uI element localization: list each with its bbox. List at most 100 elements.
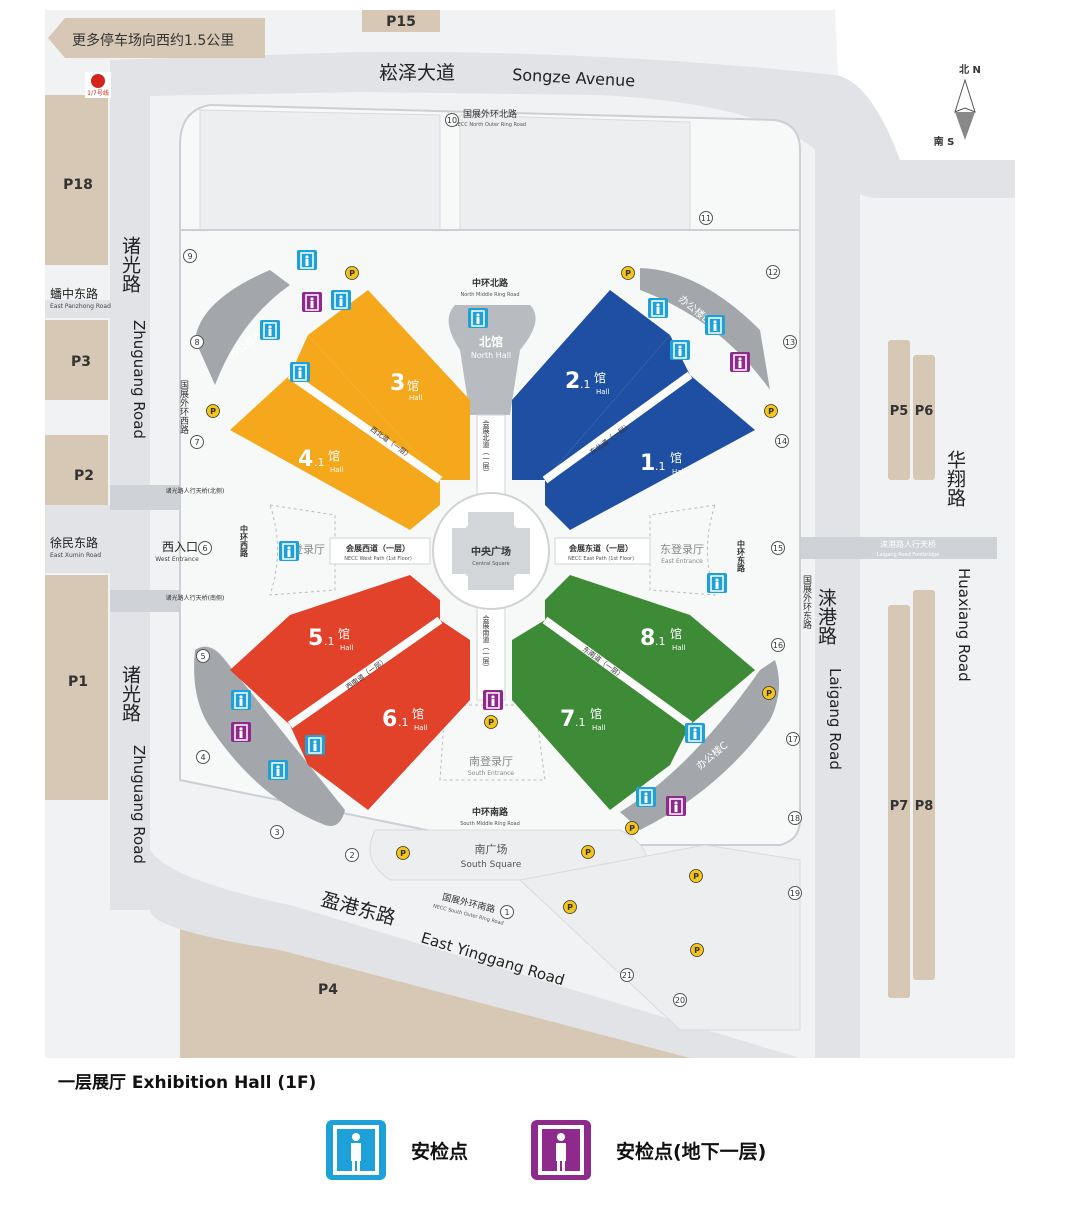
security-checkpoint-icon[interactable] (268, 760, 288, 780)
security-checkpoint-icon[interactable] (297, 250, 317, 270)
hall-3[interactable] (308, 290, 470, 480)
gate-marker-8[interactable]: 8 (190, 335, 204, 349)
svg-text:8: 8 (640, 626, 655, 651)
hall-6-1-label: 6 .1 馆 Hall (382, 706, 427, 732)
hall-2-1[interactable] (512, 290, 670, 480)
svg-text:P: P (210, 407, 216, 416)
parking-label-p18: P18 (63, 177, 93, 193)
security-checkpoint-basement-icon[interactable] (730, 352, 750, 372)
north-outer-ring-label-en: NECC North Outer Ring Road (454, 122, 526, 128)
svg-text:P: P (693, 872, 699, 881)
svg-text:馆: 馆 (590, 706, 602, 721)
gate-marker-1[interactable]: 1 (500, 905, 514, 919)
metro-line-label: 1/7号线 (87, 89, 109, 97)
east-lobby-label-en: East Entrance (661, 558, 703, 565)
gate-marker-4[interactable]: 4 (196, 750, 210, 764)
security-checkpoint-icon[interactable] (707, 573, 727, 593)
parking-lot-p6[interactable] (913, 355, 935, 480)
parking-label-p8: P8 (915, 799, 934, 814)
gate-marker-11[interactable]: 11 (699, 211, 713, 225)
parking-lot-p15[interactable] (362, 10, 440, 32)
parking-lot-p18[interactable] (45, 95, 108, 265)
security-checkpoint-icon[interactable] (705, 315, 725, 335)
security-checkpoint-icon[interactable] (331, 290, 351, 310)
hall-7-1[interactable] (512, 620, 690, 810)
gate-marker-19[interactable]: 19 (788, 886, 802, 900)
svg-text:馆: 馆 (338, 626, 350, 641)
songze-avenue-label: 崧泽大道 (379, 62, 455, 84)
gate-marker-3[interactable]: 3 (270, 825, 284, 839)
gate-marker-18[interactable]: 18 (788, 811, 802, 825)
parking-lot-p7[interactable] (888, 605, 910, 998)
gate-marker-5[interactable]: 5 (196, 649, 210, 663)
compass-north-label: 北 N (959, 63, 981, 76)
security-checkpoint-basement-icon[interactable] (483, 690, 503, 710)
security-checkpoint-basement-icon[interactable] (231, 722, 251, 742)
south-lobby[interactable] (439, 704, 546, 781)
gate-marker-20[interactable]: 20 (673, 993, 687, 1007)
gate-number: 8 (194, 338, 199, 347)
gate-number: 21 (622, 971, 632, 980)
hall-7-1-label: 7 .1 馆 Hall (560, 706, 605, 732)
east-lobby[interactable] (649, 504, 716, 596)
parking-lot-p1[interactable] (45, 575, 108, 800)
gate-marker-14[interactable]: 14 (775, 434, 789, 448)
floor-title: 一层展厅 Exhibition Hall (1F) (58, 1073, 317, 1093)
west-path-label: 会展西道（一层） (346, 543, 410, 553)
svg-text:2: 2 (565, 369, 580, 394)
security-checkpoint-icon[interactable] (305, 735, 325, 755)
security-checkpoint-icon[interactable] (636, 787, 656, 807)
parking-label-p2: P2 (74, 468, 94, 484)
office-b-area (640, 268, 770, 390)
gate-marker-12[interactable]: 12 (766, 265, 780, 279)
security-checkpoint-icon[interactable] (260, 320, 280, 340)
hall-5-1[interactable] (230, 575, 440, 725)
gate-marker-13[interactable]: 13 (783, 335, 797, 349)
hall-1-1[interactable] (545, 335, 755, 530)
security-checkpoints (231, 250, 750, 816)
security-checkpoint-icon[interactable] (290, 362, 310, 382)
svg-text:1: 1 (640, 451, 655, 476)
svg-text:Hall: Hall (340, 644, 353, 652)
security-checkpoint-basement-icon[interactable] (666, 796, 686, 816)
security-checkpoint-basement-icon[interactable] (302, 292, 322, 312)
gate-marker-16[interactable]: 16 (771, 638, 785, 652)
parking-direction-text: 更多停车场向西约1.5公里 (72, 32, 234, 49)
security-checkpoint-icon[interactable] (685, 723, 705, 743)
gate-marker-9[interactable]: 9 (183, 249, 197, 263)
svg-text:Hall: Hall (672, 468, 685, 476)
svg-text:4: 4 (298, 447, 313, 472)
gate-marker-10[interactable]: 10 (445, 113, 459, 127)
gate-marker-21[interactable]: 21 (620, 968, 634, 982)
parking-icon: P (764, 404, 778, 418)
security-checkpoint-icon[interactable] (468, 308, 488, 328)
compass-south-label: 南 S (934, 135, 955, 148)
zhuguang-road-north-label: 诸光路 (119, 236, 141, 293)
gate-marker-2[interactable]: 2 (345, 848, 359, 862)
gate-marker-17[interactable]: 17 (786, 732, 800, 746)
gate-marker-7[interactable]: 7 (190, 435, 204, 449)
svg-text:Hall: Hall (672, 644, 685, 652)
gate-number: 9 (187, 252, 192, 261)
legend-security-checkpoint: 安检点 (325, 1118, 468, 1182)
parking-lot-p2[interactable] (45, 435, 108, 515)
parking-lot-p5[interactable] (888, 340, 910, 480)
north-hall[interactable] (448, 305, 536, 415)
metro-logo-icon (91, 74, 105, 88)
gate-marker-15[interactable]: 15 (771, 541, 785, 555)
security-checkpoint-icon[interactable] (670, 340, 690, 360)
gate-marker-6[interactable]: 6 (198, 541, 212, 555)
zhuguang-bridge-north-label: 诸光路人行天桥(北侧) (166, 487, 225, 495)
parking-lot-p8[interactable] (913, 590, 935, 980)
security-checkpoint-icon[interactable] (648, 298, 668, 318)
hall-8-1[interactable] (545, 575, 755, 725)
hall-6-1[interactable] (290, 620, 470, 810)
east-xumin-road-label-en: East Xumin Road (50, 552, 101, 559)
security-checkpoint-icon[interactable] (231, 690, 251, 710)
east-xumin-road-label: 徐民东路 (50, 535, 98, 550)
hall-4-1[interactable] (230, 335, 440, 530)
security-checkpoint-icon[interactable] (279, 541, 299, 561)
parking-lot-p3[interactable] (45, 320, 108, 400)
